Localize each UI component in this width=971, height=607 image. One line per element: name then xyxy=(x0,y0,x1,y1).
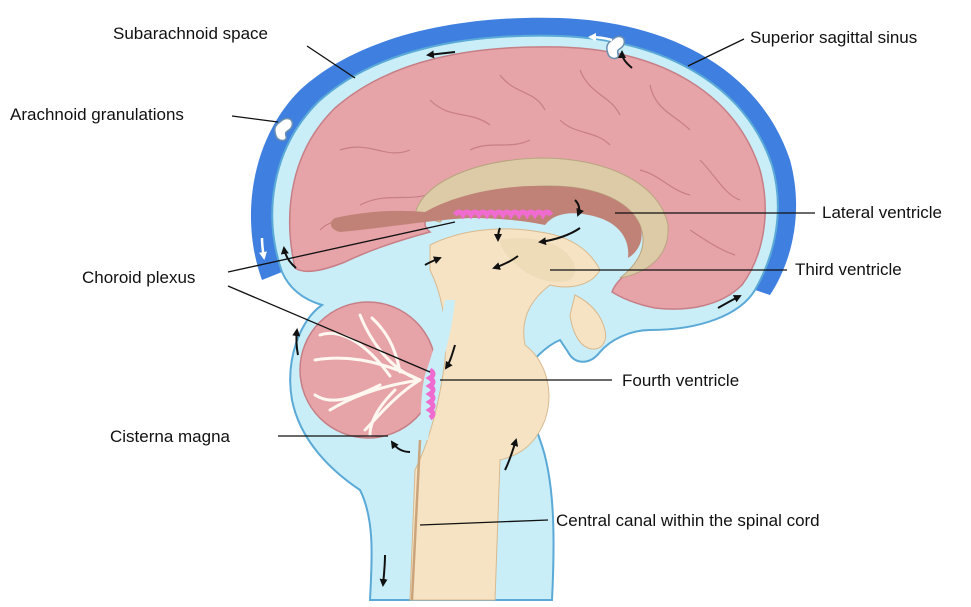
label-cisterna-magna: Cisterna magna xyxy=(110,427,230,447)
label-arachnoid-granulations: Arachnoid granulations xyxy=(10,105,184,125)
label-choroid-plexus: Choroid plexus xyxy=(82,268,195,288)
label-central-canal: Central canal within the spinal cord xyxy=(556,511,820,531)
choroid-plexus-upper xyxy=(455,212,551,215)
cerebellum xyxy=(300,302,436,438)
label-fourth-ventricle: Fourth ventricle xyxy=(622,371,739,391)
label-subarachnoid-space: Subarachnoid space xyxy=(113,24,268,44)
choroid-plexus-lower xyxy=(430,370,433,418)
label-lateral-ventricle: Lateral ventricle xyxy=(822,203,942,223)
label-third-ventricle: Third ventricle xyxy=(795,260,902,280)
label-superior-sagittal-sinus: Superior sagittal sinus xyxy=(750,28,917,48)
